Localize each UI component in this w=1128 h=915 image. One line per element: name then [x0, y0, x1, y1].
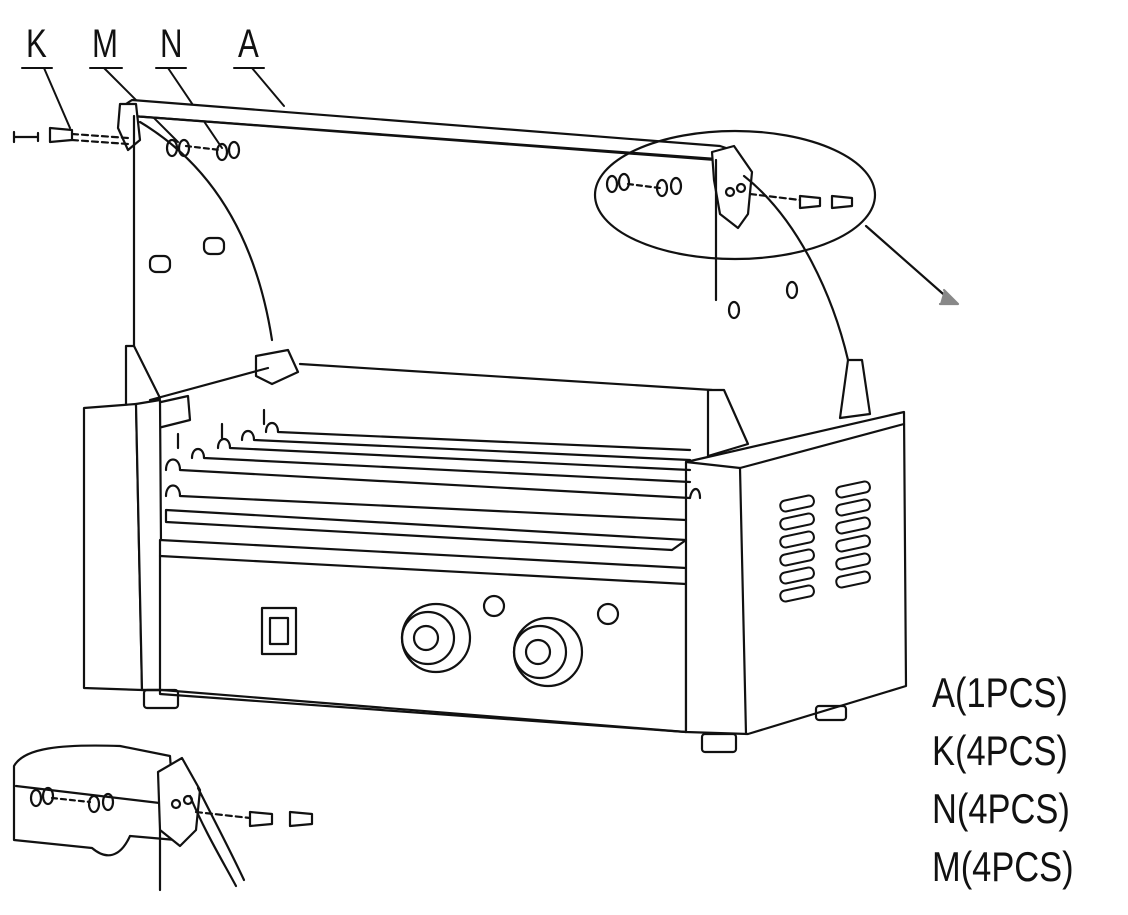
panel-studs	[148, 236, 799, 320]
right-bracket-hole	[724, 186, 736, 198]
indicator-light	[482, 594, 506, 618]
inset-detail	[12, 744, 314, 892]
callout-k: K	[26, 22, 47, 66]
part-qty: (1PCS)	[954, 669, 1068, 716]
detail-highlight	[593, 129, 960, 306]
canopy-top-bar	[118, 98, 740, 162]
part-letter: A	[932, 669, 955, 716]
indicator-light	[596, 602, 620, 626]
parts-list-row-n: N(4PCS)	[932, 780, 1074, 838]
right-canopy-bracket-rear	[838, 358, 872, 420]
part-qty: (4PCS)	[956, 785, 1070, 832]
parts-list: A(1PCS) K(4PCS) N(4PCS) M(4PCS)	[932, 664, 1105, 896]
machine-body	[82, 398, 908, 736]
callout-m: M	[92, 22, 118, 66]
screws-top-left	[12, 126, 241, 162]
parts-list-row-m: M(4PCS)	[932, 838, 1074, 896]
cut-off-caption	[100, 884, 1000, 915]
right-bracket-hole	[735, 182, 747, 194]
rollers	[164, 408, 702, 552]
side-vents	[779, 480, 871, 603]
part-qty: (4PCS)	[954, 727, 1068, 774]
glass-panel-outline	[132, 114, 850, 392]
part-qty: (4PCS)	[960, 843, 1074, 890]
control-panel	[260, 594, 620, 688]
parts-list-row-k: K(4PCS)	[932, 722, 1074, 780]
parts-list-row-a: A(1PCS)	[932, 664, 1074, 722]
part-letter: M	[932, 843, 961, 890]
part-letter: K	[932, 727, 955, 774]
callout-n: N	[160, 22, 183, 66]
machine-feet	[142, 688, 848, 754]
callout-a: A	[238, 22, 259, 66]
part-letter: N	[932, 785, 957, 832]
screws-top-right	[605, 172, 854, 210]
power-switch	[260, 606, 298, 656]
right-canopy-bracket	[706, 388, 750, 458]
